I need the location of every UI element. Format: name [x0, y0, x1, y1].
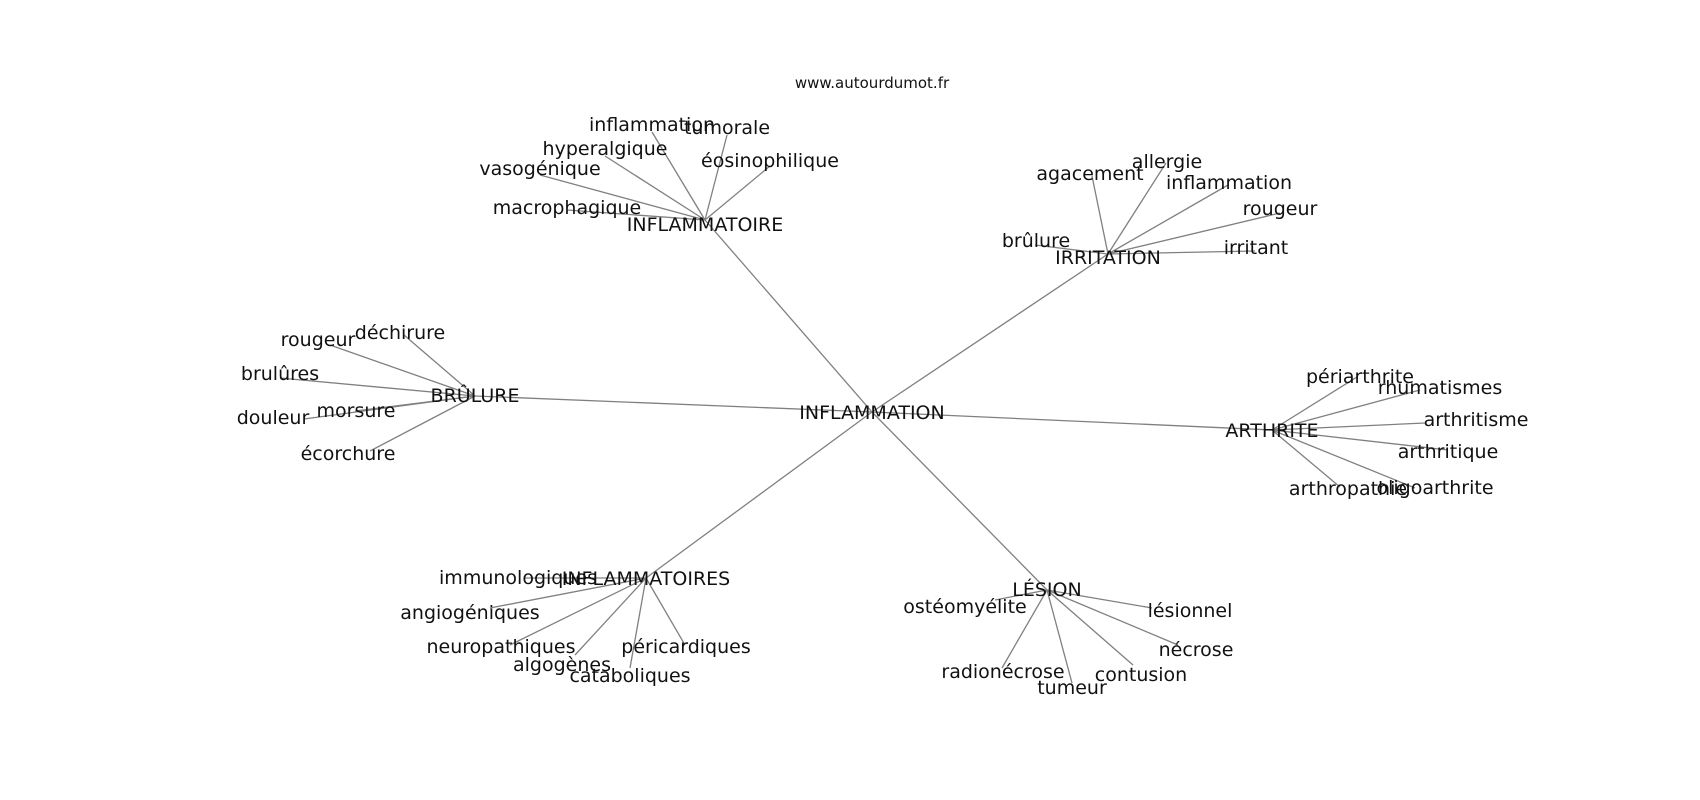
edge-group-to-leaf	[329, 344, 476, 397]
leaf-node-label: ostéomyélite	[903, 596, 1026, 618]
edge-group-to-leaf	[1046, 589, 1179, 646]
group-node-label: BRÛLURE	[431, 383, 520, 407]
leaf-node-label: irritant	[1224, 237, 1288, 259]
edge-group-to-leaf	[1271, 389, 1421, 431]
leaf-node-label: contusion	[1095, 664, 1187, 686]
edge-group-to-leaf	[509, 577, 647, 646]
leaf-node-label: brûlure	[1002, 230, 1070, 252]
leaf-node-label: rougeur	[281, 329, 356, 351]
leaf-node-label: morsure	[317, 400, 396, 422]
group-node-label: ARTHRITE	[1225, 420, 1318, 442]
leaf-node-label: rougeur	[1243, 198, 1318, 220]
leaf-node-label: brulûres	[241, 363, 319, 385]
edge-root-to-group	[704, 219, 873, 413]
edge-group-to-leaf	[704, 165, 771, 221]
group-node-label: LÉSION	[1012, 578, 1081, 601]
edge-group-to-leaf	[1107, 212, 1281, 255]
edge-group-to-leaf	[1271, 429, 1449, 451]
leaf-node-label: tumorale	[684, 117, 770, 139]
edge-group-to-leaf	[1091, 175, 1109, 255]
edge-root-to-group	[871, 411, 1048, 591]
edge-group-to-leaf	[1107, 162, 1167, 255]
leaf-node-label: éosinophilique	[701, 150, 839, 172]
edge-group-to-leaf	[1046, 589, 1073, 684]
edge-group-to-leaf	[1046, 589, 1134, 666]
edge-group-to-leaf	[1271, 422, 1426, 431]
edge-group-to-leaf	[645, 577, 686, 646]
edge-root-to-group	[474, 395, 873, 413]
edge-group-to-leaf	[1107, 184, 1229, 255]
leaf-node-label: immunologiques	[439, 567, 597, 589]
leaf-node-label: rhumatismes	[1378, 377, 1502, 399]
edge-group-to-leaf	[651, 131, 706, 221]
leaf-node-label: déchirure	[355, 322, 445, 344]
edge-root-to-group	[645, 411, 873, 579]
leaf-node-label: angiogéniques	[400, 602, 539, 624]
leaf-node-label: douleur	[237, 407, 310, 429]
leaf-node-label: oligoarthrite	[1376, 477, 1493, 499]
edge-group-to-leaf	[994, 589, 1048, 601]
group-node-label: INFLAMMATOIRES	[562, 568, 731, 590]
edge-group-to-leaf	[1271, 429, 1416, 489]
leaf-node-label: hyperalgique	[543, 138, 668, 160]
leaf-node-label: cataboliques	[569, 665, 690, 687]
leaf-node-label: nécrose	[1159, 639, 1234, 661]
leaf-node-label: arthritique	[1398, 441, 1499, 463]
leaf-node-label: radionécrose	[941, 661, 1064, 683]
leaf-node-label: arthropathie	[1289, 478, 1407, 500]
edge-group-to-leaf	[403, 334, 476, 397]
edge-group-to-leaf	[566, 209, 706, 221]
edge-group-to-leaf	[629, 577, 647, 669]
edge-root-to-group	[871, 253, 1109, 413]
edge-group-to-leaf	[1001, 589, 1048, 669]
leaf-node-label: inflammation	[1166, 172, 1292, 194]
edge-group-to-leaf	[369, 395, 476, 452]
edge-group-to-leaf	[604, 155, 706, 221]
edge-group-to-leaf	[1107, 250, 1256, 255]
leaf-node-label: inflammation	[589, 114, 715, 136]
edge-group-to-leaf	[489, 577, 647, 609]
leaf-node-label: agacement	[1036, 163, 1143, 185]
leaf-node-label: arthritisme	[1424, 409, 1529, 431]
edges	[279, 131, 1449, 684]
edge-group-to-leaf	[1271, 429, 1341, 488]
group-node-label: IRRITATION	[1055, 247, 1161, 269]
edge-root-to-group	[871, 411, 1273, 431]
leaf-node-label: vasogénique	[479, 158, 600, 180]
group-node-label: INFLAMMATOIRE	[627, 214, 783, 236]
edge-group-to-leaf	[574, 577, 647, 656]
edge-group-to-leaf	[1271, 376, 1358, 431]
edge-group-to-leaf	[704, 134, 728, 221]
edge-group-to-leaf	[539, 174, 706, 221]
source-url: www.autourdumot.fr	[795, 74, 950, 92]
edge-group-to-leaf	[279, 377, 476, 397]
leaf-node-label: tumeur	[1037, 677, 1107, 699]
edge-group-to-leaf	[1046, 589, 1153, 609]
labels: INFLAMMATIONINFLAMMATOIREinflammationtum…	[237, 114, 1529, 699]
root-node-label: INFLAMMATION	[799, 402, 944, 424]
leaf-node-label: macrophagique	[493, 197, 642, 219]
edge-group-to-leaf	[1034, 244, 1109, 255]
leaf-node-label: allergie	[1132, 151, 1202, 173]
leaf-node-label: écorchure	[301, 443, 396, 465]
leaf-node-label: péricardiques	[621, 636, 750, 658]
leaf-node-label: neuropathiques	[427, 636, 576, 658]
leaf-node-label: algogènes	[513, 654, 611, 676]
leaf-node-label: lésionnel	[1148, 600, 1233, 622]
edge-group-to-leaf	[303, 395, 476, 420]
leaf-node-label: périarthrite	[1306, 366, 1414, 388]
